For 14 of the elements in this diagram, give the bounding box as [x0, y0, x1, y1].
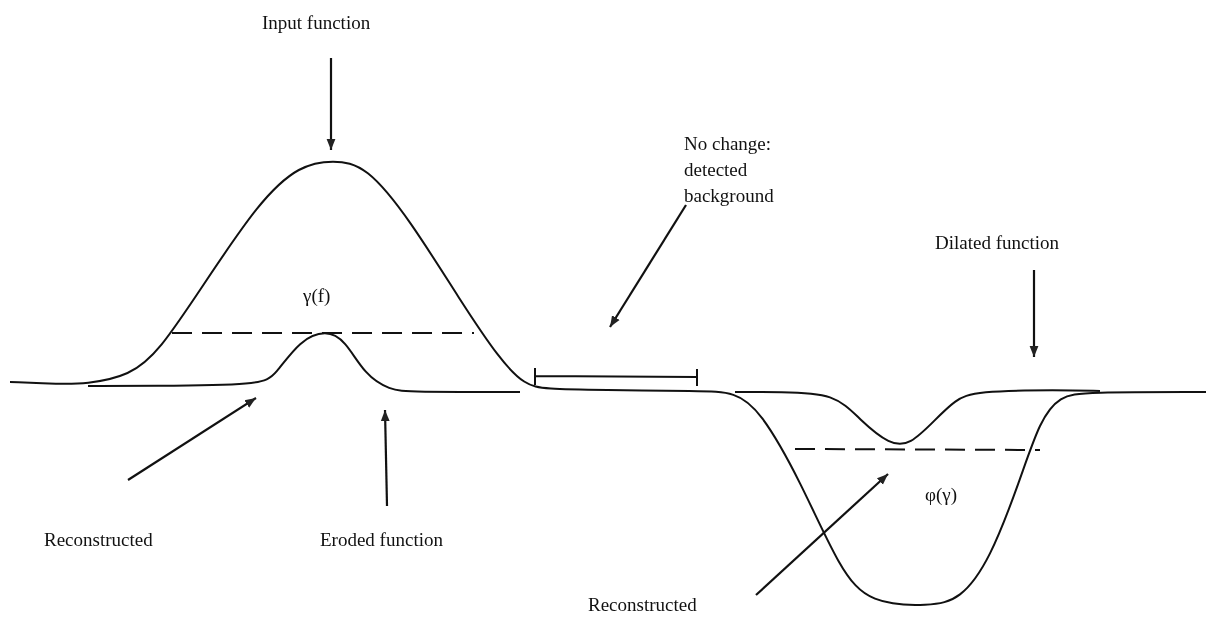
callout-text: Dilated function	[935, 230, 1085, 256]
leader-arrow	[1029, 270, 1039, 357]
leader-arrow	[755, 473, 889, 596]
callout-text: Input function	[262, 10, 422, 36]
leader-arrow	[326, 58, 336, 150]
function-label: φ(γ)	[925, 483, 958, 507]
leader-arrow	[127, 397, 257, 481]
leader-arrow	[380, 409, 390, 507]
callout-text: Reconstructed	[44, 527, 194, 553]
function-label: γ(f)	[303, 284, 331, 308]
callout-text: No change: detected background	[684, 131, 834, 209]
leader-arrow	[609, 204, 687, 328]
callout-text: Eroded function	[320, 527, 480, 553]
callout-text: Reconstructed	[588, 592, 738, 618]
